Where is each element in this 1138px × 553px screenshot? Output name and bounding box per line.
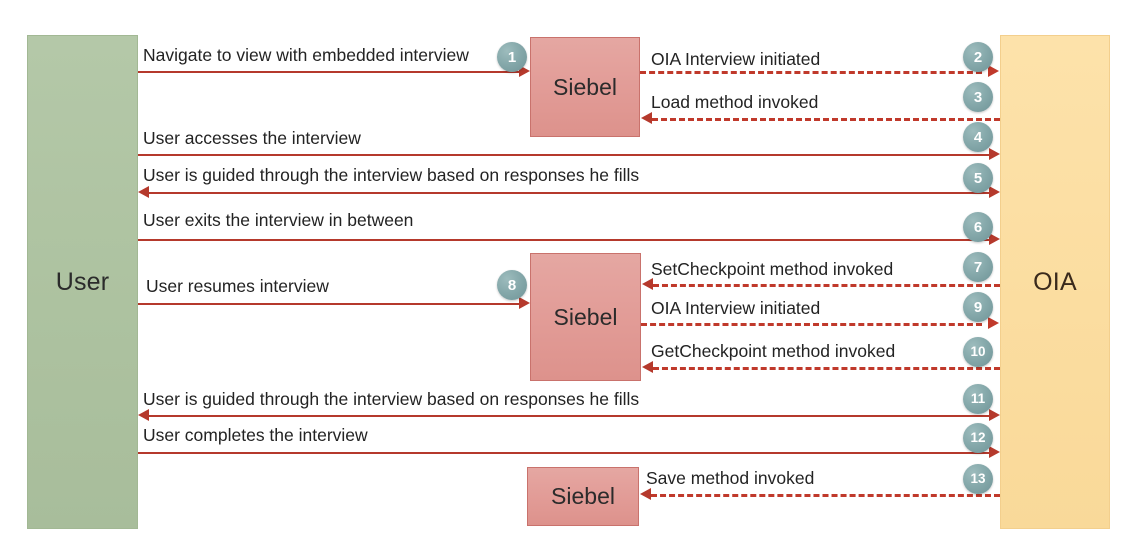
step-badge-8: 8 (497, 270, 527, 300)
lifeline-user-label: User (55, 267, 110, 296)
message-1-label: Navigate to view with embedded interview (143, 45, 469, 65)
message-10-label: GetCheckpoint method invoked (651, 341, 896, 361)
step-badge-5: 5 (963, 163, 993, 193)
message-12-line (138, 452, 989, 454)
message-4-label: User accesses the interview (143, 128, 361, 148)
message-13-line (651, 494, 1000, 497)
message-6-label: User exits the interview in between (143, 210, 414, 230)
lifeline-oia: OIA (1000, 35, 1110, 529)
step-badge-9: 9 (963, 292, 993, 322)
message-1-line (138, 71, 522, 73)
step-badge-12: 12 (963, 423, 993, 453)
step-badge-3: 3 (963, 82, 993, 112)
message-6-line (138, 239, 989, 241)
step-badge-13: 13 (963, 464, 993, 494)
message-10-arrowhead-left (642, 361, 653, 373)
step-badge-7: 7 (963, 252, 993, 282)
message-7-label: SetCheckpoint method invoked (651, 259, 894, 279)
message-5-line (149, 192, 989, 194)
message-2-line (640, 71, 982, 74)
message-8-arrowhead-right (519, 297, 530, 309)
message-9-label: OIA Interview initiated (651, 298, 821, 318)
message-1-arrowhead-right (519, 65, 530, 77)
lifeline-user: User (27, 35, 138, 529)
message-9-line (641, 323, 982, 326)
message-7-line (653, 284, 1000, 287)
step-badge-4: 4 (963, 122, 993, 152)
message-4-arrowhead-right (989, 148, 1000, 160)
siebel-activation-box-1: Siebel (530, 37, 640, 137)
message-3-line (652, 118, 1000, 121)
message-3-label: Load method invoked (651, 92, 819, 112)
message-8-label: User resumes interview (146, 276, 329, 296)
step-badge-1: 1 (497, 42, 527, 72)
step-badge-2: 2 (963, 42, 993, 72)
siebel-box-3-label: Siebel (551, 483, 615, 509)
siebel-box-1-label: Siebel (553, 73, 617, 100)
message-4-line (138, 154, 989, 156)
message-6-arrowhead-right (989, 233, 1000, 245)
message-2-arrowhead-right (988, 65, 999, 77)
message-11-arrowhead-right (989, 409, 1000, 421)
message-2-label: OIA Interview initiated (651, 49, 821, 69)
message-11-arrowhead-left (138, 409, 149, 421)
siebel-box-2-label: Siebel (553, 303, 618, 330)
step-badge-6: 6 (963, 212, 993, 242)
message-3-arrowhead-left (641, 112, 652, 124)
lifeline-oia-label: OIA (1033, 267, 1077, 296)
siebel-activation-box-3: Siebel (527, 467, 639, 526)
message-7-arrowhead-left (642, 278, 653, 290)
message-13-label: Save method invoked (646, 468, 815, 488)
siebel-activation-box-2: Siebel (530, 253, 641, 381)
message-5-arrowhead-left (138, 186, 149, 198)
message-5-label: User is guided through the interview bas… (143, 165, 640, 185)
message-5-arrowhead-right (989, 186, 1000, 198)
message-10-line (653, 367, 1000, 370)
message-12-arrowhead-right (989, 446, 1000, 458)
message-13-arrowhead-left (640, 488, 651, 500)
message-12-label: User completes the interview (143, 425, 368, 445)
message-11-label: User is guided through the interview bas… (143, 389, 640, 409)
message-9-arrowhead-right (988, 317, 999, 329)
step-badge-11: 11 (963, 384, 993, 414)
message-8-line (138, 303, 522, 305)
step-badge-10: 10 (963, 337, 993, 367)
message-11-line (149, 415, 989, 417)
